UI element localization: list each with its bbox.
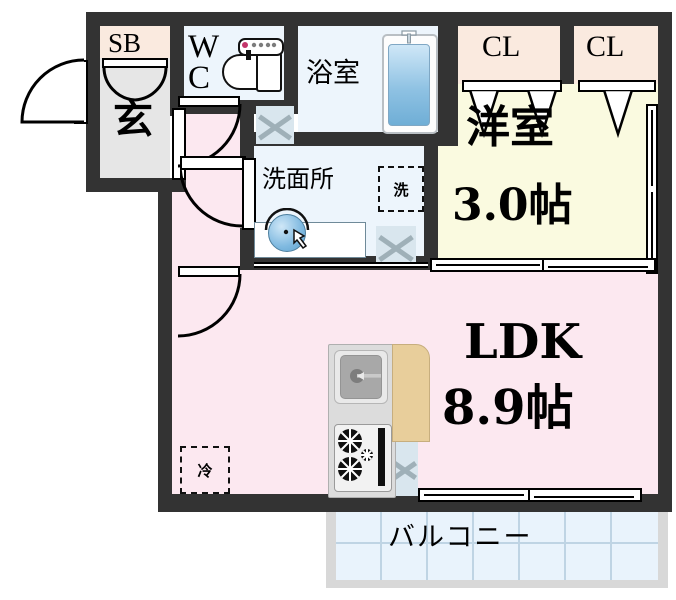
washing-machine-label: 洗 bbox=[393, 180, 409, 199]
washroom-door-swing bbox=[180, 164, 243, 228]
wall-hallway-left bbox=[158, 178, 172, 508]
wash-basin-faucet-icon bbox=[293, 228, 308, 250]
bedroom-ldk-sliding-door-rail bbox=[436, 264, 540, 266]
ldk-door-swing bbox=[178, 274, 242, 338]
balcony-door-rail-2 bbox=[534, 496, 634, 498]
washing-machine-space: 洗 bbox=[378, 166, 424, 212]
closet-2-hanger-triangle bbox=[602, 90, 634, 138]
kitchen-counter bbox=[392, 344, 430, 442]
bedroom-ldk-door-split bbox=[542, 258, 544, 272]
wall-wc-right bbox=[284, 26, 298, 100]
wall-washroom-right bbox=[424, 146, 438, 270]
bedroom-window-mullion bbox=[651, 110, 653, 186]
room-closet-1 bbox=[458, 26, 566, 84]
entrance-door-swing bbox=[20, 58, 84, 124]
stove-burners-icon bbox=[338, 429, 373, 481]
bedroom-window-mullion-2 bbox=[651, 192, 653, 268]
wall-closet-divider bbox=[560, 26, 574, 84]
washroom-folding-door[interactable] bbox=[376, 226, 416, 266]
bathtub-faucet-icon bbox=[401, 30, 417, 44]
label-toilet: W C bbox=[188, 29, 220, 97]
room-entrance bbox=[100, 58, 170, 178]
hall-door-frame-top bbox=[178, 96, 240, 107]
wash-basin-arc-icon bbox=[264, 208, 310, 231]
label-ldk-size: 8.9帖 bbox=[442, 380, 574, 436]
stove-grill-bar bbox=[378, 428, 385, 486]
room-shoe-box bbox=[100, 26, 170, 58]
label-toilet-c: C bbox=[188, 60, 211, 97]
wall-top-left bbox=[86, 12, 672, 26]
room-balcony bbox=[336, 508, 658, 580]
bedroom-ldk-sliding-door-rail-2 bbox=[548, 266, 648, 268]
label-western-room: 洋室 bbox=[466, 102, 554, 153]
washroom-ldk-threshold bbox=[254, 262, 428, 268]
label-ldk: LDK bbox=[464, 314, 582, 370]
wall-genkan-right bbox=[170, 26, 184, 116]
bathroom-folding-door[interactable] bbox=[256, 106, 294, 144]
kitchen-folding-door[interactable] bbox=[392, 440, 418, 496]
label-western-room-size: 3.0帖 bbox=[452, 180, 573, 231]
ldk-door-frame bbox=[178, 266, 240, 277]
balcony-door-split bbox=[528, 488, 530, 502]
washroom-door-jamb bbox=[242, 158, 256, 230]
label-toilet-w: W bbox=[188, 29, 220, 65]
wall-hallway-right-lower bbox=[240, 228, 254, 270]
label-entrance: 玄 bbox=[113, 97, 153, 143]
label-closet-1: CL bbox=[482, 30, 521, 63]
balcony-door-rail-1 bbox=[424, 494, 524, 496]
wall-genkan-left bbox=[86, 12, 100, 192]
bedroom-window[interactable] bbox=[646, 104, 658, 274]
toilet-tank-icon bbox=[256, 52, 282, 92]
wall-bathroom-right bbox=[438, 26, 458, 146]
closet-1-door[interactable] bbox=[462, 80, 562, 92]
label-bathroom: 浴室 bbox=[306, 58, 360, 88]
balcony-sliding-door[interactable] bbox=[418, 488, 642, 502]
closet-1-hanger-triangles bbox=[468, 90, 558, 138]
toilet-connector-icon bbox=[246, 50, 251, 60]
refrigerator-space: 冷 bbox=[180, 446, 230, 494]
toilet-panel-dots-icon bbox=[242, 42, 277, 48]
kitchen-faucet-icon bbox=[350, 369, 381, 383]
label-shoe-box: SB bbox=[108, 28, 142, 58]
label-closet-2: CL bbox=[586, 30, 625, 63]
shoe-box-doors[interactable] bbox=[102, 58, 168, 68]
balcony-grid bbox=[336, 508, 658, 580]
room-closet-2 bbox=[574, 26, 658, 84]
shoe-box-swing bbox=[102, 66, 168, 102]
label-balcony: バルコニー bbox=[388, 522, 533, 552]
wall-hallway-right-upper bbox=[240, 114, 254, 158]
refrigerator-label: 冷 bbox=[197, 461, 213, 480]
wall-right-outer bbox=[658, 12, 672, 512]
wash-basin-drain-icon bbox=[283, 229, 289, 235]
label-washroom: 洗面所 bbox=[262, 167, 334, 193]
bathtub-water bbox=[388, 44, 430, 126]
